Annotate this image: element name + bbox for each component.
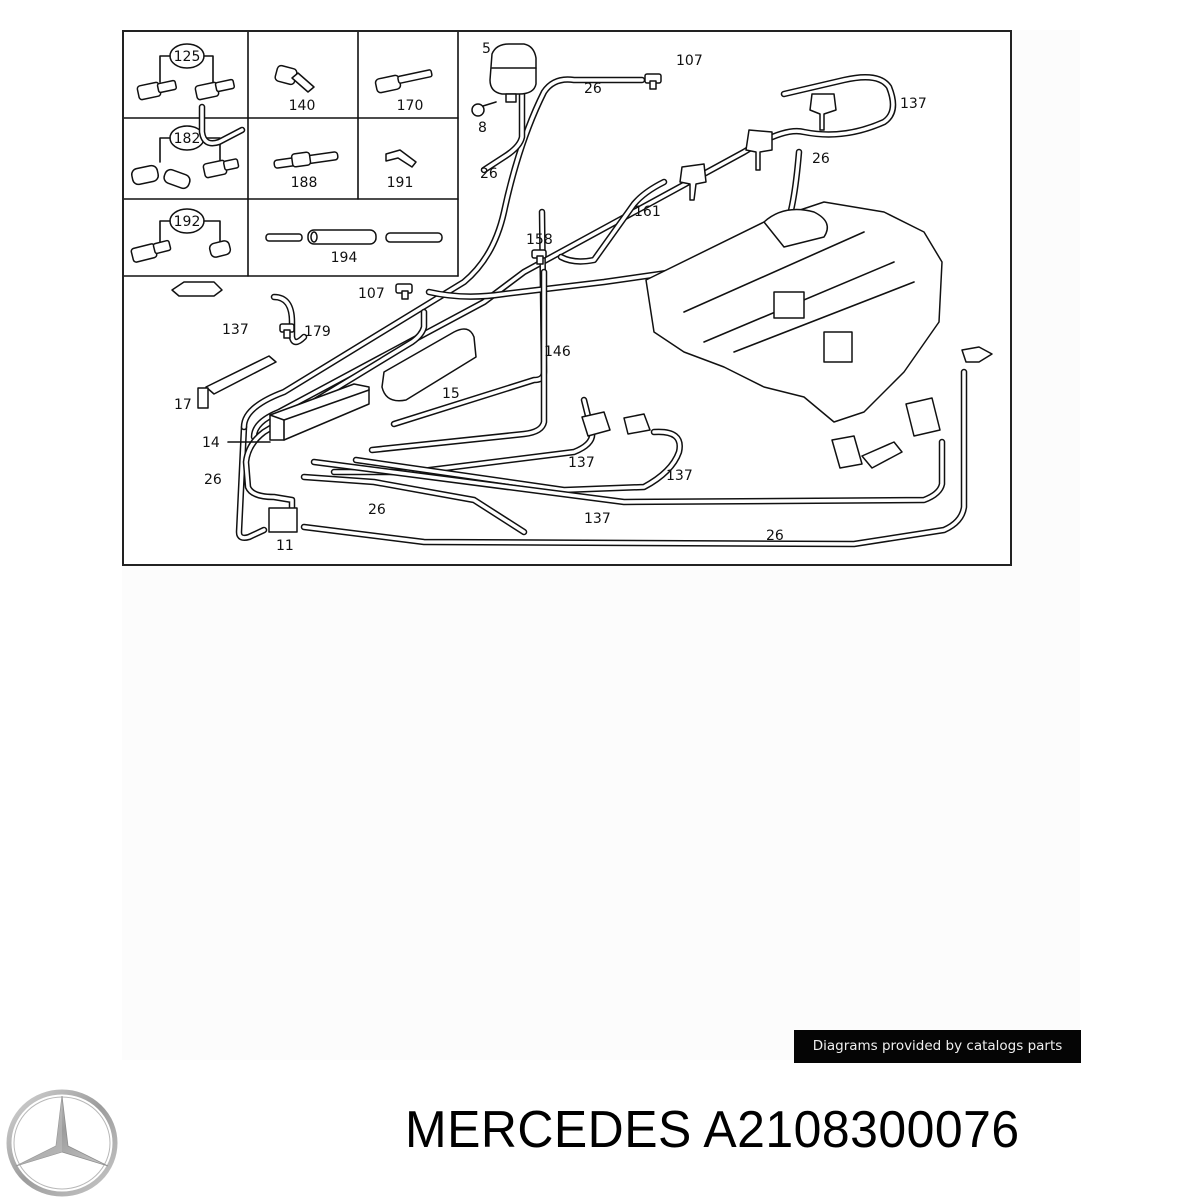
svg-text:158: 158	[526, 232, 553, 248]
part-14-control-unit[interactable]	[227, 383, 370, 443]
svg-text:137: 137	[900, 96, 927, 112]
svg-text:11: 11	[276, 538, 294, 554]
svg-text:182: 182	[174, 131, 201, 147]
part-26-valve-mid[interactable]	[745, 129, 773, 171]
inset-part-140[interactable]: 140	[274, 64, 316, 114]
svg-text:107: 107	[676, 53, 703, 69]
part-8-screw[interactable]	[471, 101, 497, 117]
svg-text:26: 26	[812, 151, 830, 167]
svg-text:161: 161	[634, 204, 661, 220]
svg-text:179: 179	[304, 324, 331, 340]
svg-text:125: 125	[174, 49, 201, 65]
part-11-valve-block[interactable]	[268, 507, 298, 533]
svg-text:26: 26	[480, 166, 498, 182]
part-17-connector-strip[interactable]	[197, 355, 277, 409]
svg-text:140: 140	[289, 98, 316, 114]
part-137-valve-top[interactable]	[809, 93, 837, 131]
svg-text:5: 5	[482, 41, 491, 57]
svg-text:137: 137	[568, 455, 595, 471]
parts-diagram: 125 140 170 182 188	[122, 30, 1012, 566]
parts-diagram-svg: 125 140 170 182 188	[124, 32, 993, 554]
part-5-reservoir[interactable]	[489, 43, 537, 103]
inset-part-192[interactable]: 192	[130, 208, 232, 263]
inset-part-188[interactable]: 188	[273, 151, 339, 191]
svg-text:191: 191	[387, 175, 414, 191]
part-flaps-actuators-right[interactable]	[831, 346, 993, 469]
part-heater-box-assembly[interactable]	[645, 201, 943, 423]
svg-text:26: 26	[766, 528, 784, 544]
inset-part-125[interactable]: 125	[136, 43, 236, 101]
svg-text:137: 137	[584, 511, 611, 527]
part-161-switch[interactable]	[679, 163, 707, 201]
svg-text:8: 8	[478, 120, 487, 136]
svg-text:15: 15	[442, 386, 460, 402]
svg-text:194: 194	[331, 250, 358, 266]
inset-part-182[interactable]: 182	[130, 125, 240, 190]
part-15-actuator[interactable]	[381, 328, 477, 402]
inset-part-170[interactable]: 170	[374, 69, 433, 114]
callout-labels: 5 8 107 26 137 26 26 161 158 107 137 179…	[174, 41, 927, 554]
part-158-tee[interactable]	[531, 249, 547, 265]
svg-text:26: 26	[204, 472, 222, 488]
inset-part-191[interactable]: 191	[385, 149, 417, 191]
svg-text:26: 26	[368, 502, 386, 518]
svg-text:137: 137	[222, 322, 249, 338]
part-137-valves-lower[interactable]	[581, 411, 651, 437]
svg-text:14: 14	[202, 435, 220, 451]
part-107-tee-left[interactable]	[395, 283, 413, 300]
svg-text:188: 188	[291, 175, 318, 191]
inset-part-194[interactable]: 194	[265, 229, 443, 266]
svg-text:137: 137	[666, 468, 693, 484]
part-107-tee-top[interactable]	[644, 73, 662, 90]
diagram-credit-banner: Diagrams provided by catalogs parts	[794, 1030, 1081, 1063]
svg-text:17: 17	[174, 397, 192, 413]
part-title: MERCEDES A2108300076	[405, 1101, 1020, 1159]
mercedes-star-logo-icon	[4, 1088, 120, 1198]
svg-text:26: 26	[584, 81, 602, 97]
inset-grid	[124, 32, 459, 277]
part-179-tee[interactable]	[279, 323, 295, 339]
part-137-sensor-left[interactable]	[171, 281, 223, 297]
svg-text:146: 146	[544, 344, 571, 360]
svg-text:170: 170	[397, 98, 424, 114]
svg-text:107: 107	[358, 286, 385, 302]
svg-text:192: 192	[174, 214, 201, 230]
